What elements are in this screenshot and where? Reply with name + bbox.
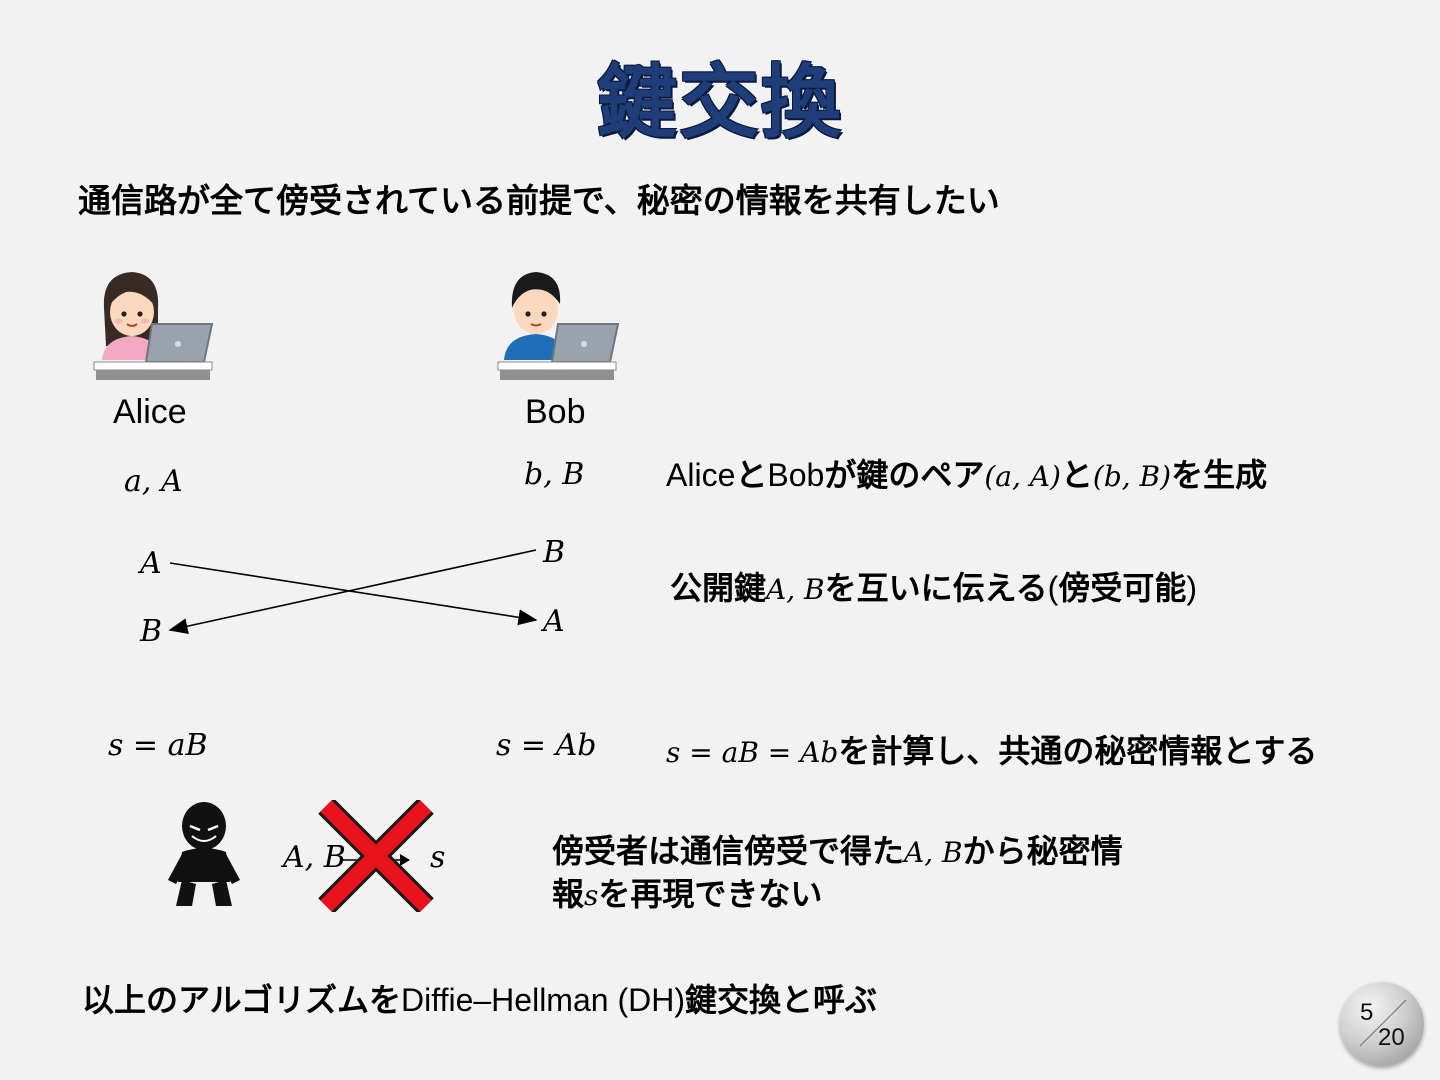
shared-secret-math: s = aB = Ab — [666, 736, 838, 769]
footer-dh: Diffie–Hellman (DH) — [401, 982, 685, 1018]
alice-send-label: A — [140, 546, 162, 581]
bob-recv-label: A — [543, 604, 565, 639]
footer-suffix: 鍵交換と呼ぶ — [685, 981, 877, 1019]
footer-prefix: 以上のアルゴリズムを — [82, 981, 401, 1019]
page-current: 5 — [1360, 999, 1373, 1027]
eavesdropper-description-line1: 傍受者は通信傍受で得たA, Bから秘密情 — [552, 826, 1123, 872]
footer-text: 以上のアルゴリズムをDiffie–Hellman (DH)鍵交換と呼ぶ — [82, 975, 877, 1021]
eavesdropper-icon — [164, 800, 244, 910]
report-text: 報 — [552, 875, 584, 913]
arrow-bob-to-alice — [170, 550, 536, 630]
public-key-description: 公開鍵A, Bを互いに伝える(傍受可能) — [670, 563, 1197, 609]
arrow-alice-to-bob — [170, 563, 536, 620]
shared-secret-text: を計算し、共通の秘密情報とする — [838, 732, 1317, 770]
eavesdropper-text: 傍受者は通信傍受で得た — [552, 832, 904, 870]
shared-secret-description: s = aB = Abを計算し、共通の秘密情報とする — [666, 726, 1317, 772]
public-key-text: 公開鍵 — [670, 569, 766, 607]
exchange-text: を互いに伝える — [825, 569, 1048, 607]
bob-secret: s = Ab — [496, 728, 596, 763]
cross-mark-icon — [316, 800, 436, 912]
open-paren: ( — [1048, 570, 1059, 606]
interceptable-text: 傍受可能 — [1058, 569, 1186, 607]
eavesdropper-description-line2: 報sを再現できない — [552, 869, 822, 915]
bob-send-label: B — [543, 535, 565, 570]
eavesdropper-math: A, B — [904, 836, 963, 869]
secret-info-text: から秘密情 — [963, 832, 1123, 870]
alice-secret: s = aB — [108, 728, 208, 763]
public-key-math: A, B — [766, 573, 825, 606]
page-total: 20 — [1378, 1024, 1405, 1052]
close-paren: ) — [1186, 570, 1197, 606]
cannot-reproduce-text: を再現できない — [598, 875, 822, 913]
alice-recv-label: B — [140, 614, 162, 649]
secret-math: s — [584, 879, 598, 912]
